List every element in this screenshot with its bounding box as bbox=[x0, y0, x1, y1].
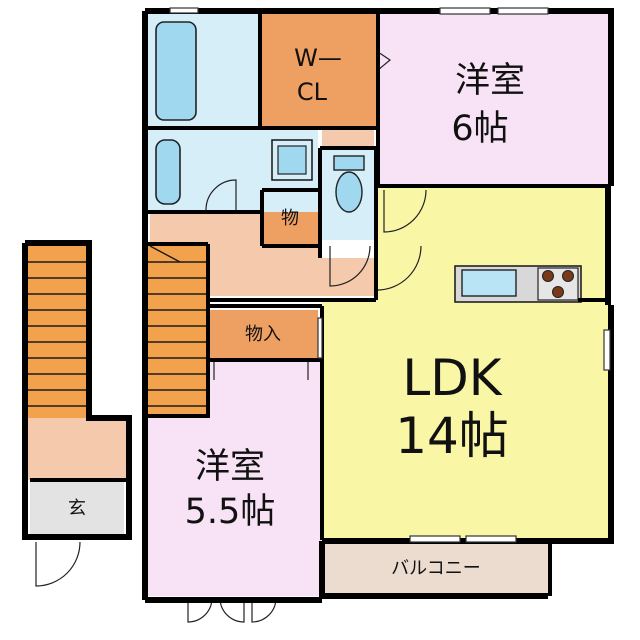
wic-label-line1: W— bbox=[294, 44, 342, 72]
bathtub-icon bbox=[155, 21, 197, 121]
balcony-rail bbox=[548, 540, 552, 596]
door-swings bbox=[35, 50, 427, 623]
balcony-label: バルコニー bbox=[391, 558, 481, 579]
stair-treads-left bbox=[28, 261, 86, 407]
stove-burner-icon bbox=[562, 270, 574, 282]
storage-in-floor bbox=[208, 310, 318, 360]
room-name-western-2: 洋室 bbox=[195, 447, 265, 487]
windows bbox=[169, 7, 611, 543]
room-size-western-2: 5.5帖 bbox=[185, 492, 276, 532]
walk-in-closet-floor bbox=[262, 14, 376, 126]
stair-treads-main bbox=[148, 245, 206, 407]
washing-machine-inner bbox=[277, 145, 307, 175]
interior-walls bbox=[30, 12, 610, 540]
room-name-ldk: LDK bbox=[402, 349, 502, 407]
stove-burner-icon bbox=[542, 270, 554, 282]
room-name-western-1: 洋室 bbox=[455, 61, 525, 101]
washbasin-icon bbox=[155, 139, 181, 205]
western-room-1-floor bbox=[380, 12, 608, 186]
storage-small-label: 物 bbox=[281, 208, 299, 229]
stairs-left bbox=[28, 246, 86, 418]
room-size-ldk: 14帖 bbox=[395, 407, 509, 465]
entrance-floor bbox=[30, 480, 124, 534]
stove-burner-icon bbox=[552, 286, 564, 298]
stairs-main bbox=[148, 246, 206, 414]
toilet-bowl-icon bbox=[335, 171, 363, 213]
toilet-tank-icon bbox=[333, 155, 365, 171]
entrance-label: 玄 bbox=[68, 498, 86, 519]
balcony-floor bbox=[322, 540, 550, 594]
kitchen-sink-icon bbox=[461, 269, 517, 297]
wic-label-line2: CL bbox=[297, 78, 328, 106]
closet-strip bbox=[322, 130, 374, 148]
entrance-hall-floor bbox=[28, 418, 126, 480]
room-size-western-1: 6帖 bbox=[451, 109, 508, 149]
storage-in-label: 物入 bbox=[245, 324, 281, 345]
